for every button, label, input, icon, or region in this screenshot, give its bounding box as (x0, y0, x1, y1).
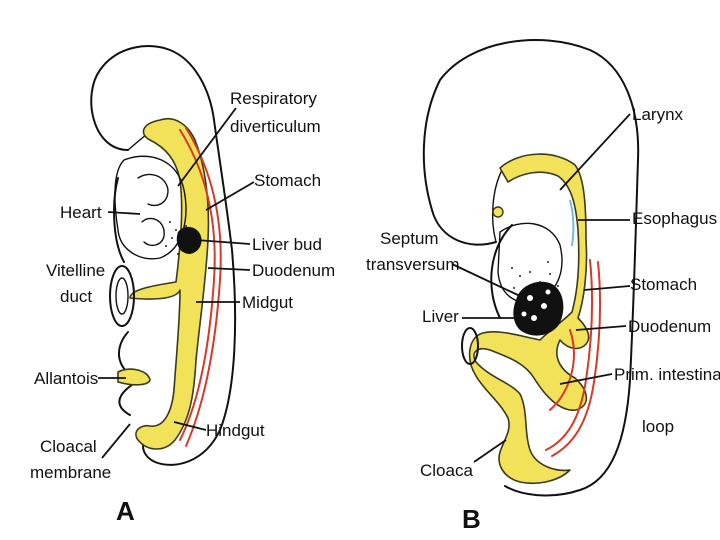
vitelline-duct-a (109, 265, 135, 327)
embryo-a-outline (90, 45, 237, 466)
heart-inner-a (137, 173, 169, 247)
liver-b (513, 281, 564, 336)
liver-bud-a (176, 226, 202, 254)
panel-a: Respiratory diverticulum Stomach Heart L… (30, 45, 335, 526)
embryo-b-outline (422, 39, 640, 497)
vessel-a2 (185, 127, 222, 447)
label-vitelline-1: Vitelline (46, 261, 105, 280)
leaders-a (98, 107, 255, 459)
gut-tube-a (129, 118, 210, 450)
label-stomach-b: Stomach (630, 275, 697, 294)
heart-a (114, 155, 187, 260)
heart-b (497, 222, 563, 304)
label-septum-2: transversum (366, 255, 460, 274)
label-larynx: Larynx (632, 105, 684, 124)
label-midgut: Midgut (242, 293, 293, 312)
label-liver: Liver (422, 307, 459, 326)
head-fold-b (491, 169, 503, 243)
panel-letter-b: B (462, 504, 481, 534)
vessel-b1 (545, 259, 594, 451)
vessel-b3 (549, 329, 575, 411)
larynx-knob (492, 206, 504, 218)
label-stomach-a: Stomach (254, 171, 321, 190)
label-duodenum-b: Duodenum (628, 317, 711, 336)
label-cloacal-2: membrane (30, 463, 111, 482)
vessel-b2 (551, 261, 602, 457)
allantois-a (117, 368, 151, 386)
label-respiratory-2: diverticulum (230, 117, 321, 136)
label-respiratory-1: Respiratory (230, 89, 317, 108)
label-vitelline-2: duct (60, 287, 92, 306)
ventral-wall-b (490, 224, 513, 319)
ventral-wall-a (113, 177, 125, 263)
panel-b: Larynx Septum transversum Esophagus Stom… (366, 39, 720, 534)
leaders-b (451, 113, 631, 463)
label-septum-1: Septum (380, 229, 439, 248)
label-liver-bud: Liver bud (252, 235, 322, 254)
vessel-a1 (179, 129, 216, 441)
label-heart: Heart (60, 203, 102, 222)
panel-letter-a: A (116, 496, 135, 526)
label-duodenum-a: Duodenum (252, 261, 335, 280)
label-prim-1: Prim. intestinal (614, 365, 720, 384)
esophagus-tube (569, 199, 575, 247)
label-hindgut: Hindgut (206, 421, 265, 440)
label-cloacal-1: Cloacal (40, 437, 97, 456)
allantois-b (461, 327, 479, 365)
label-esophagus: Esophagus (632, 209, 717, 228)
label-cloaca: Cloaca (420, 461, 473, 480)
label-allantois: Allantois (34, 369, 98, 388)
label-prim-2: loop (642, 417, 674, 436)
